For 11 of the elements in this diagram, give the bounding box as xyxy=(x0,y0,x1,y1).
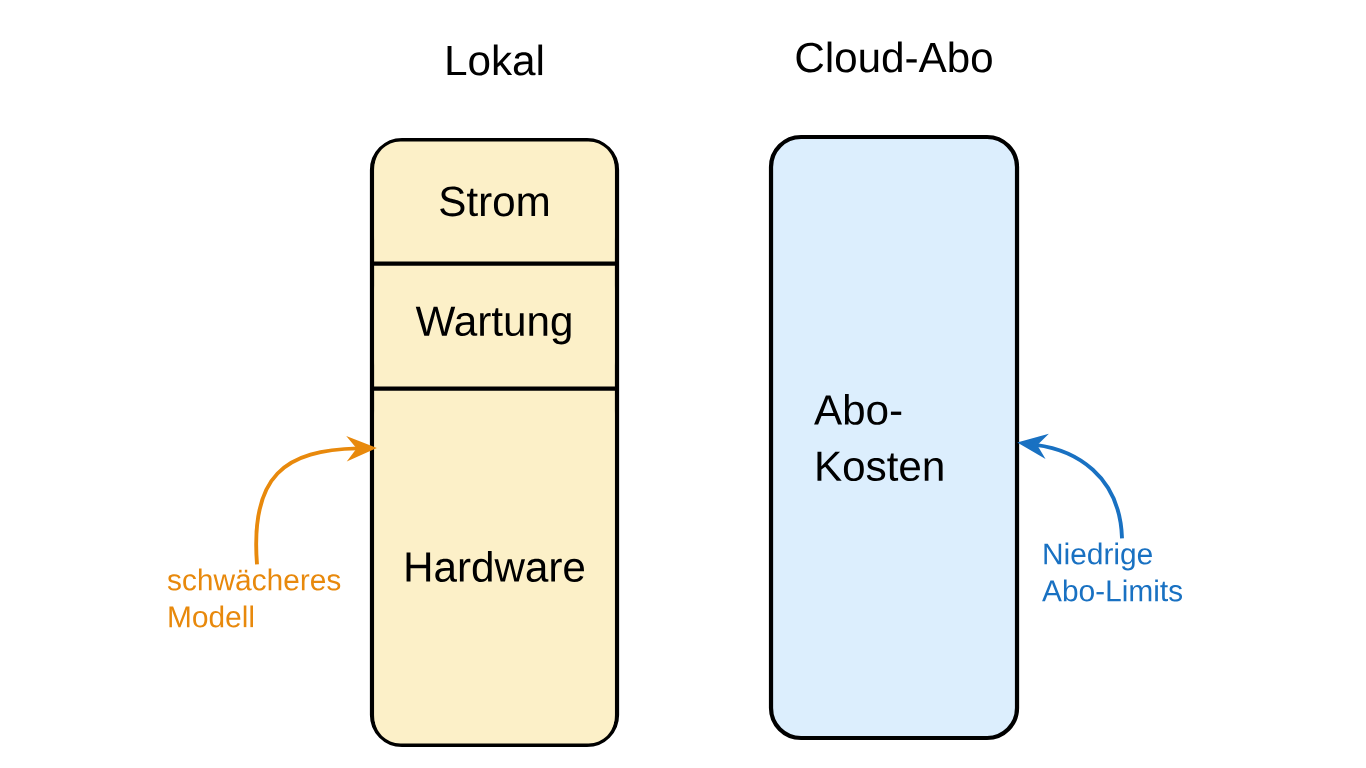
column-box: Abo-Kosten xyxy=(768,134,1020,741)
cost-segment: Wartung xyxy=(374,264,615,387)
node-label: Hardware xyxy=(406,551,584,582)
column-heading: Cloud-Abo xyxy=(796,41,992,73)
node-label: Strom xyxy=(440,186,548,217)
annotation: schwächeres Modell xyxy=(167,568,341,628)
column-heading: Lokal xyxy=(447,44,543,76)
cost-segment: Hardware xyxy=(374,389,615,744)
node-label: Wartung xyxy=(415,306,571,345)
cost-segment: Strom xyxy=(374,141,615,262)
annotation: Niedrige Abo-Limits xyxy=(1042,542,1182,602)
